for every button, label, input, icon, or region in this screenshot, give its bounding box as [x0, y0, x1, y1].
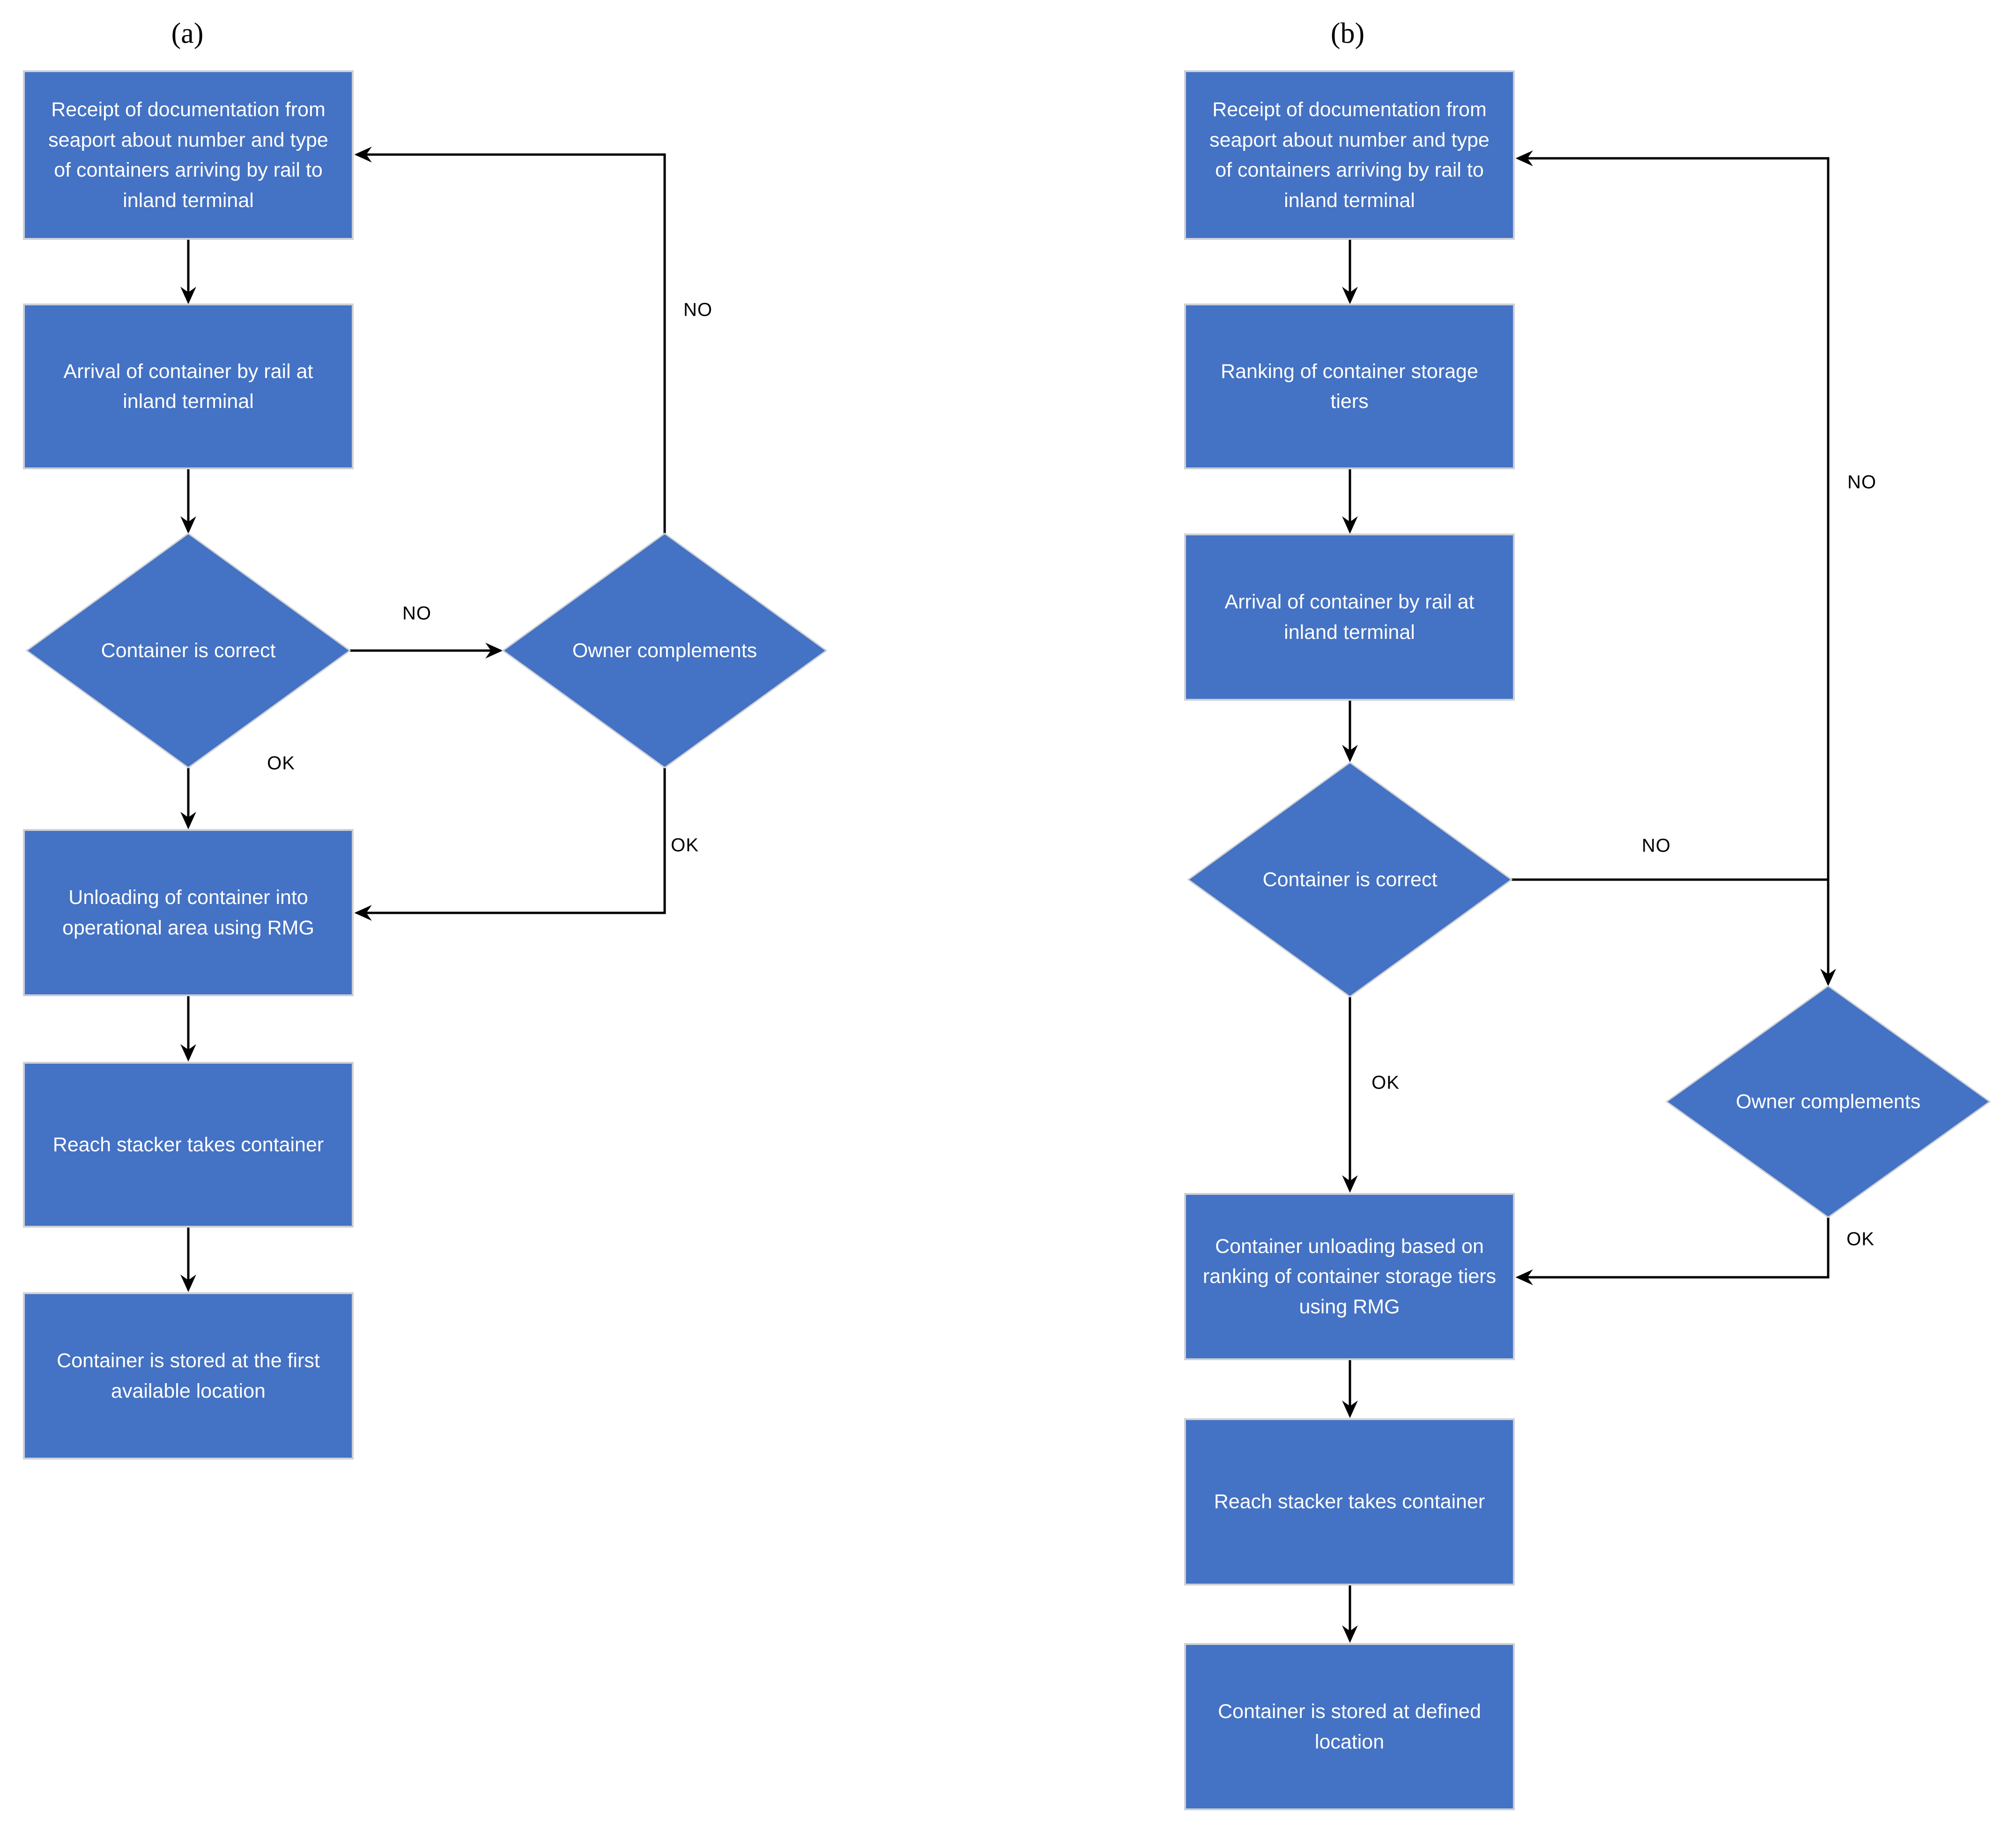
node-b-ranking: Ranking of container storage tiers	[1184, 304, 1515, 469]
node-a-arrival: Arrival of container by rail at inland t…	[23, 304, 354, 469]
edge-label-b-no-feedback: NO	[1847, 472, 1876, 493]
edge-label-b-no-branch: NO	[1642, 835, 1671, 856]
node-a-unloading: Unloading of container into operational …	[23, 829, 354, 996]
node-b-arrival: Arrival of container by rail at inland t…	[1184, 533, 1515, 701]
node-b-arrival-label: Arrival of container by rail at inland t…	[1224, 591, 1475, 644]
node-b-stored: Container is stored at defined location	[1184, 1643, 1515, 1810]
node-b-unloading: Container unloading based on ranking of …	[1184, 1193, 1515, 1360]
diamond-a-owner-complements	[502, 533, 828, 769]
node-a-stored-label: Container is stored at the first availab…	[57, 1349, 320, 1402]
node-a-stored: Container is stored at the first availab…	[23, 1292, 354, 1459]
diamond-a-container-correct	[25, 533, 351, 769]
decision-diamonds	[25, 533, 1991, 1218]
connector-b-no-feedback-up	[1515, 150, 1830, 880]
connector-a-owner-no-feedback	[354, 147, 666, 533]
diamond-b-owner-complements	[1665, 985, 1991, 1218]
connector-b-owner-ok-return	[1515, 1217, 1830, 1285]
node-a-unloading-label: Unloading of container into operational …	[62, 886, 314, 939]
node-b-ranking-label: Ranking of container storage tiers	[1221, 360, 1478, 413]
panel-b-connectors	[1342, 150, 1836, 1643]
node-a-receipt: Receipt of documentation from seaport ab…	[23, 70, 354, 240]
edge-label-a-ok-return: OK	[671, 835, 699, 856]
diamond-b-container-correct	[1187, 762, 1513, 998]
node-a-receipt-label: Receipt of documentation from seaport ab…	[48, 98, 328, 212]
node-b-receipt-label: Receipt of documentation from seaport ab…	[1209, 98, 1490, 212]
panel-b-title: (b)	[1330, 17, 1365, 50]
edge-label-a-no-branch: NO	[402, 603, 431, 624]
node-b-stored-label: Container is stored at defined location	[1218, 1700, 1481, 1753]
edge-label-a-no-feedback: NO	[683, 299, 712, 320]
edge-label-a-ok-down: OK	[267, 753, 295, 774]
node-a-reach-stacker: Reach stacker takes container	[23, 1062, 354, 1228]
edge-label-b-ok-return: OK	[1846, 1229, 1875, 1250]
node-a-reach-stacker-label: Reach stacker takes container	[52, 1133, 324, 1156]
panel-a-connectors	[180, 147, 666, 1292]
node-b-receipt: Receipt of documentation from seaport ab…	[1184, 70, 1515, 240]
node-b-unloading-label: Container unloading based on ranking of …	[1202, 1235, 1497, 1318]
edge-label-b-ok-down: OK	[1371, 1072, 1400, 1093]
node-b-reach-stacker: Reach stacker takes container	[1184, 1418, 1515, 1585]
connector-a-owner-ok-return	[354, 768, 666, 921]
node-b-reach-stacker-label: Reach stacker takes container	[1214, 1490, 1485, 1513]
node-a-arrival-label: Arrival of container by rail at inland t…	[63, 360, 313, 413]
panel-a-title: (a)	[171, 17, 204, 50]
